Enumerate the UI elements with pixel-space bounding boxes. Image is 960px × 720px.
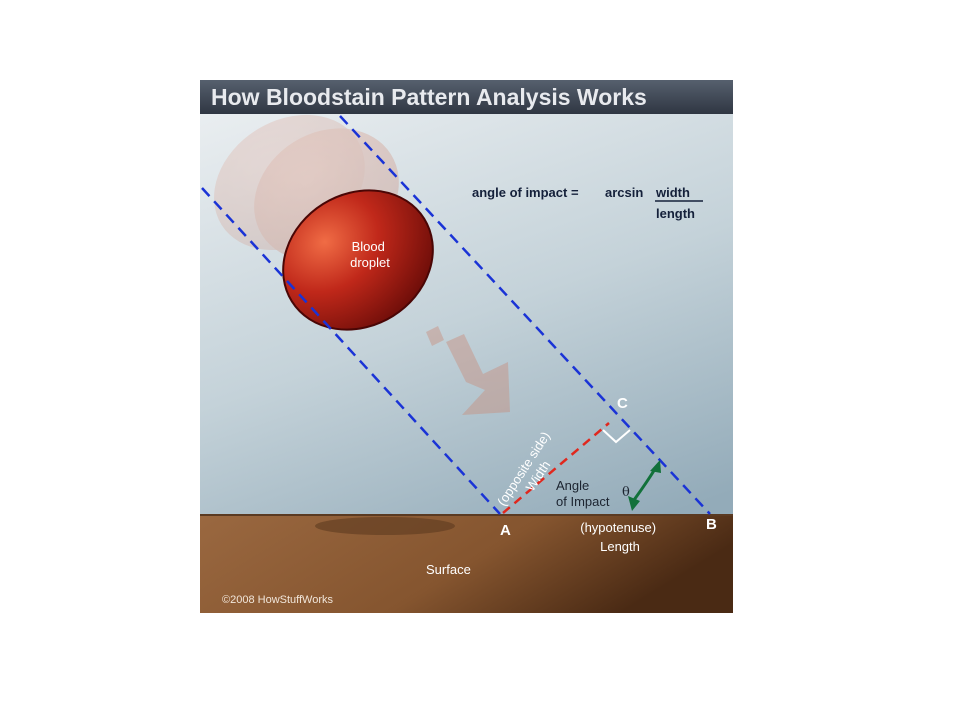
trajectory-line-right bbox=[339, 115, 711, 515]
blood-droplet bbox=[282, 189, 434, 331]
droplet-shadow bbox=[315, 517, 455, 535]
trajectory-line-left bbox=[201, 187, 501, 515]
formula-func: arcsin bbox=[605, 185, 643, 200]
motion-arrow-icon bbox=[426, 326, 510, 415]
theta-symbol: θ bbox=[622, 485, 630, 500]
angle-of-impact-label: Angle of Impact bbox=[556, 478, 610, 509]
surface-ground bbox=[200, 515, 733, 613]
diagram-canvas: How Bloodstain Pattern Analysis Works Bl… bbox=[200, 80, 733, 613]
surface-label: Surface bbox=[426, 562, 471, 577]
point-b-label: B bbox=[706, 516, 717, 533]
diagram-title: How Bloodstain Pattern Analysis Works bbox=[211, 84, 647, 110]
point-a-label: A bbox=[500, 522, 511, 539]
formula-denominator: length bbox=[656, 206, 695, 221]
arrow-head-top bbox=[650, 460, 661, 473]
length-label: (hypotenuse) Length bbox=[580, 520, 660, 554]
formula-numerator: width bbox=[655, 185, 690, 200]
point-c-label: C bbox=[617, 395, 628, 412]
formula-left: angle of impact = bbox=[472, 185, 579, 200]
droplet-label: Blood droplet bbox=[350, 239, 390, 270]
arrow-head-bottom bbox=[628, 496, 640, 511]
right-angle-marker-icon bbox=[602, 429, 631, 444]
copyright: ©2008 HowStuffWorks bbox=[222, 594, 334, 606]
title-bar bbox=[200, 80, 733, 114]
blood-droplet-shape bbox=[282, 189, 434, 331]
bloodstain-diagram: How Bloodstain Pattern Analysis Works Bl… bbox=[200, 80, 733, 613]
width-line bbox=[502, 422, 610, 514]
